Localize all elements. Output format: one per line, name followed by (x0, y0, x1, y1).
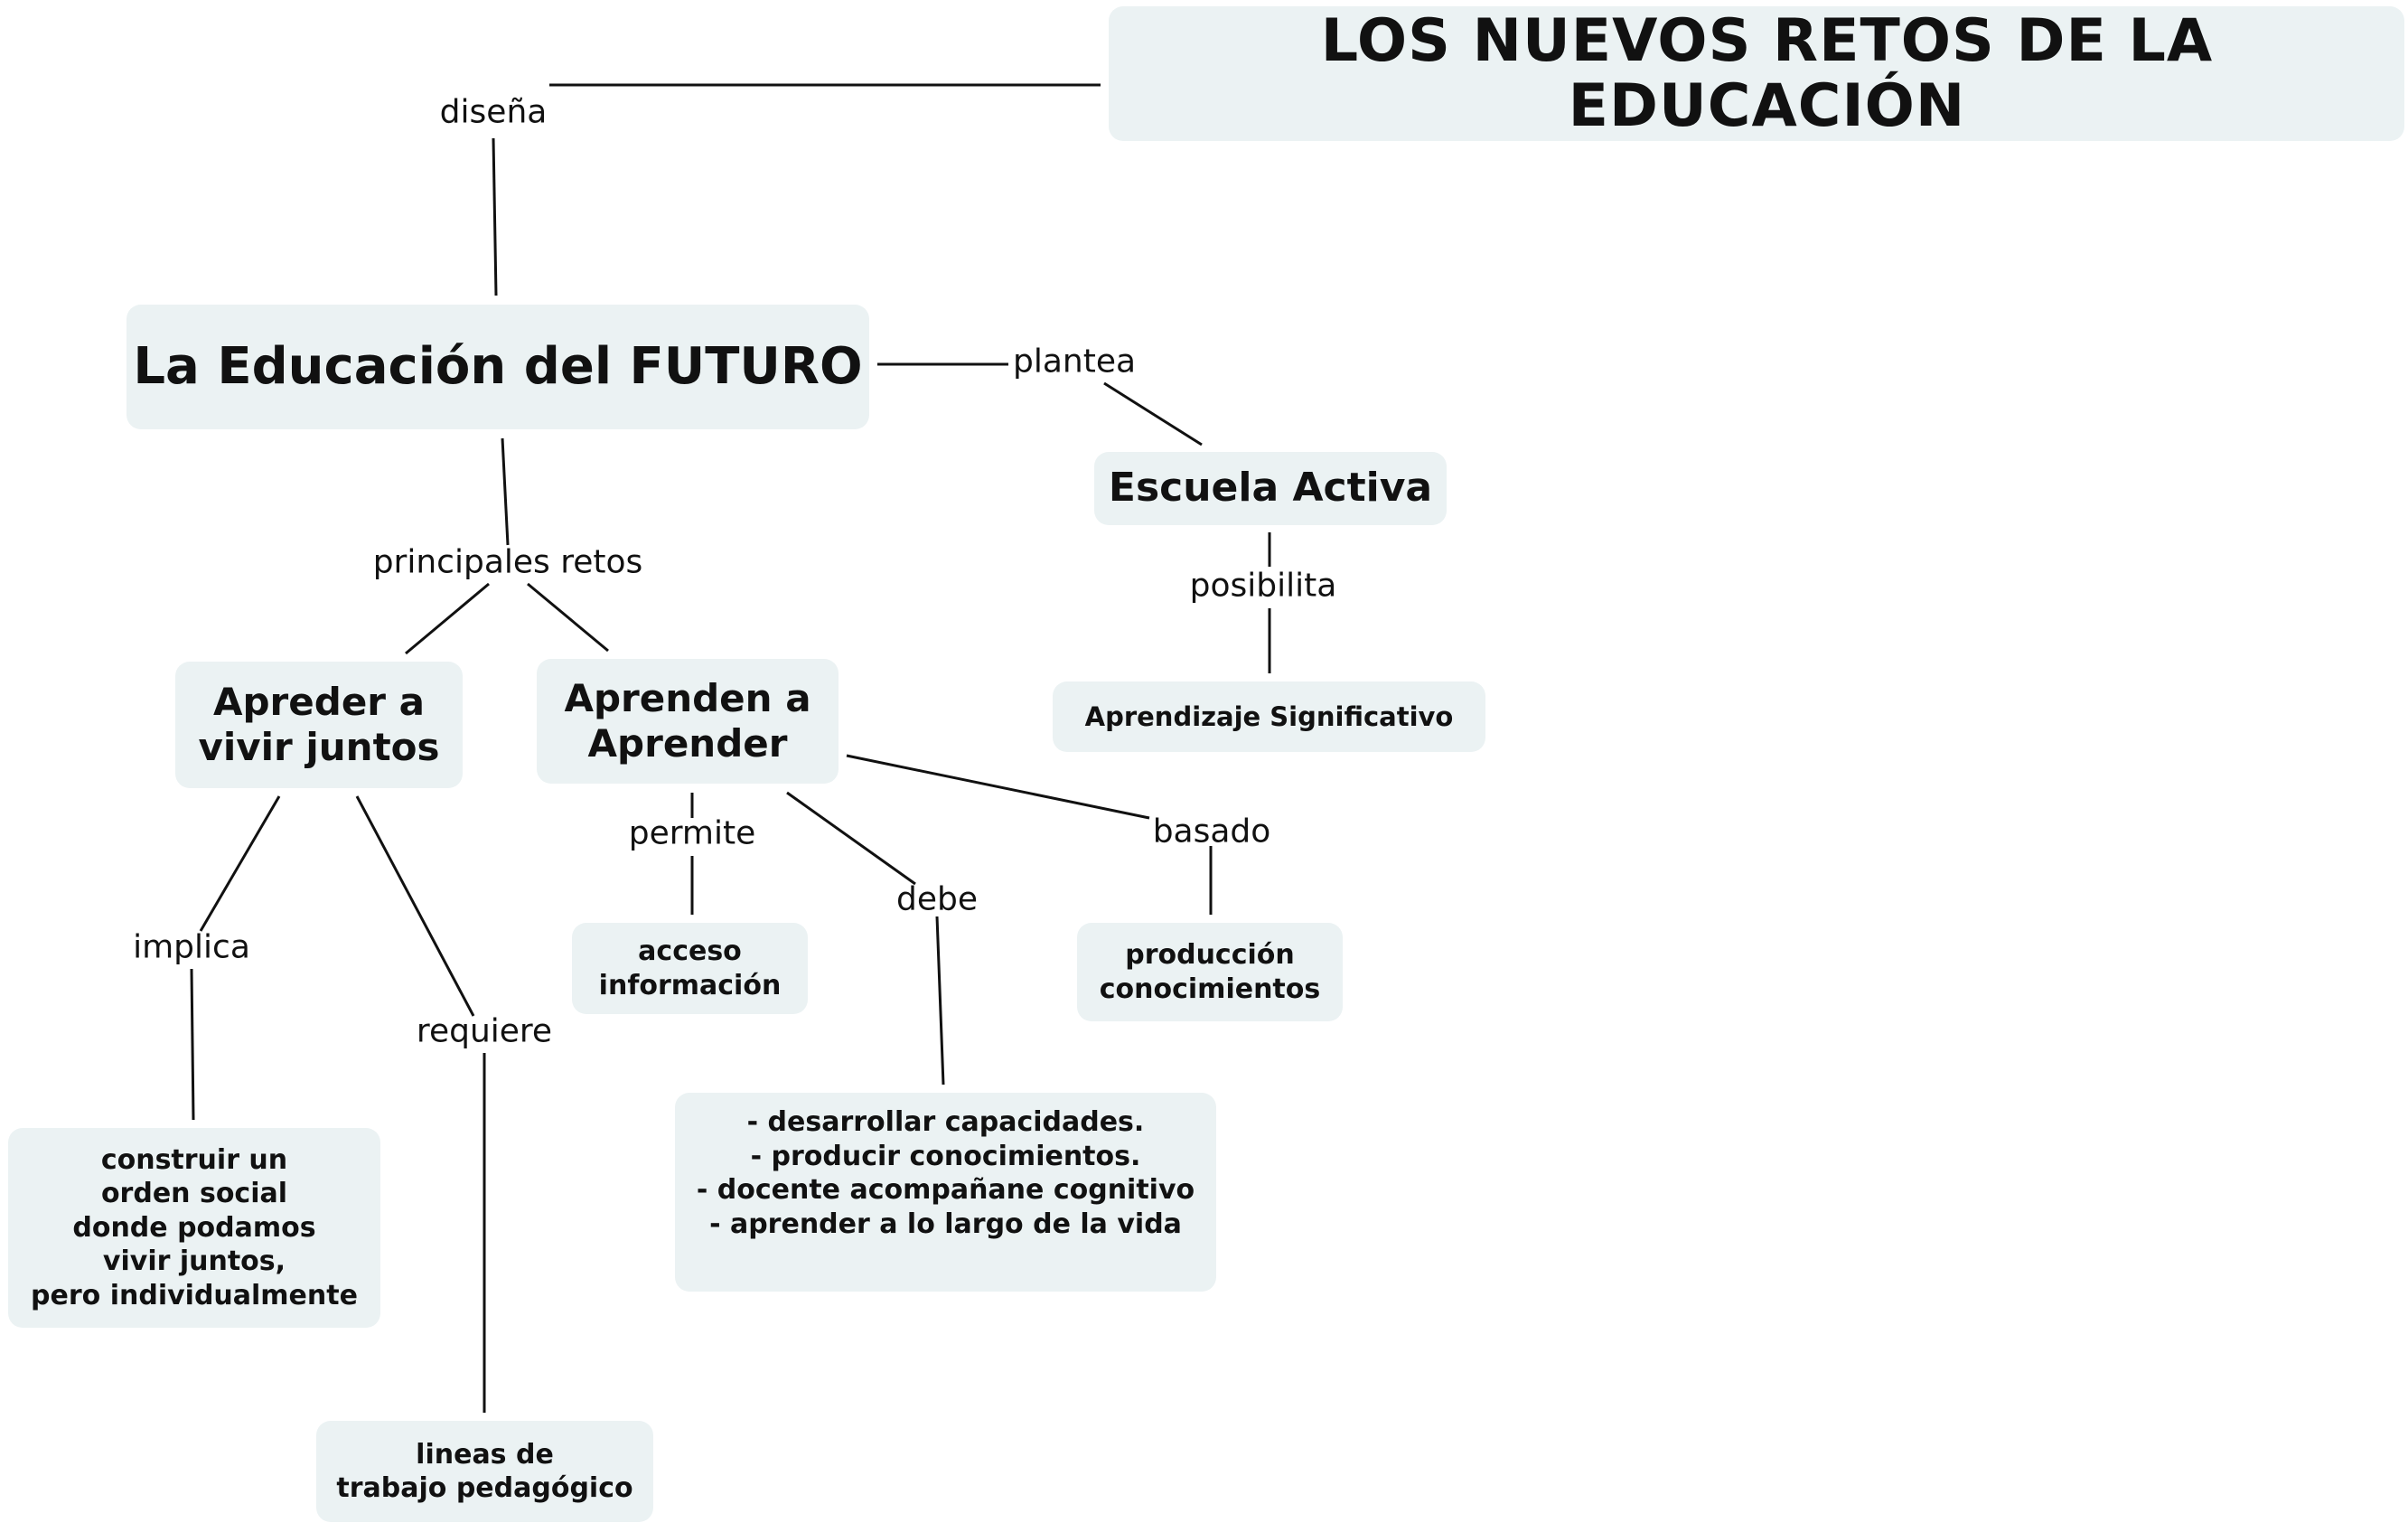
connector-aprender-to-basado (846, 754, 1150, 820)
node-aprendizaje-significativo: Aprendizaje Significativo (1053, 681, 1485, 752)
connector-debe-to-capacidades (935, 916, 945, 1086)
connector-vivir-to-implica (199, 795, 281, 932)
connector-disena-to-futuro (492, 137, 498, 296)
node-capacidades-list: - desarrollar capacidades. - producir co… (675, 1093, 1216, 1292)
node-escuela-activa: Escuela Activa (1094, 452, 1447, 525)
node-orden-social: construir un orden social donde podamos … (8, 1128, 380, 1328)
node-acceso-informacion: acceso información (572, 923, 808, 1014)
node-educacion-futuro: La Educación del FUTURO (126, 305, 869, 429)
link-label-disena: diseña (439, 93, 548, 131)
link-label-basado: basado (1152, 813, 1271, 851)
link-label-principales-retos: principales retos (372, 543, 643, 581)
link-label-plantea: plantea (1012, 343, 1137, 381)
link-label-requiere: requiere (416, 1012, 553, 1050)
connector-aprender-to-debe (786, 791, 916, 886)
connector-implica-to-orden (190, 968, 195, 1121)
link-label-debe: debe (896, 880, 978, 918)
link-label-permite: permite (628, 814, 756, 852)
node-aprender-a-aprender: Aprenden a Aprender (537, 659, 839, 784)
map-title-node: LOS NUEVOS RETOS DE LA EDUCACIÓN (1109, 6, 2404, 141)
connector-futuro-to-principales (501, 437, 510, 546)
connector-principales-to-aprender (527, 582, 609, 653)
connector-principales-to-vivir (405, 582, 490, 655)
connector-plantea-to-escuela (1103, 381, 1203, 446)
node-aprender-vivir-juntos: Apreder a vivir juntos (175, 662, 463, 788)
node-produccion-conocimientos: producción conocimientos (1077, 923, 1343, 1021)
node-lineas-trabajo: lineas de trabajo pedagógico (316, 1421, 653, 1522)
link-label-posibilita: posibilita (1189, 567, 1337, 605)
connector-vivir-to-requiere (355, 795, 475, 1017)
link-label-implica: implica (133, 928, 250, 966)
